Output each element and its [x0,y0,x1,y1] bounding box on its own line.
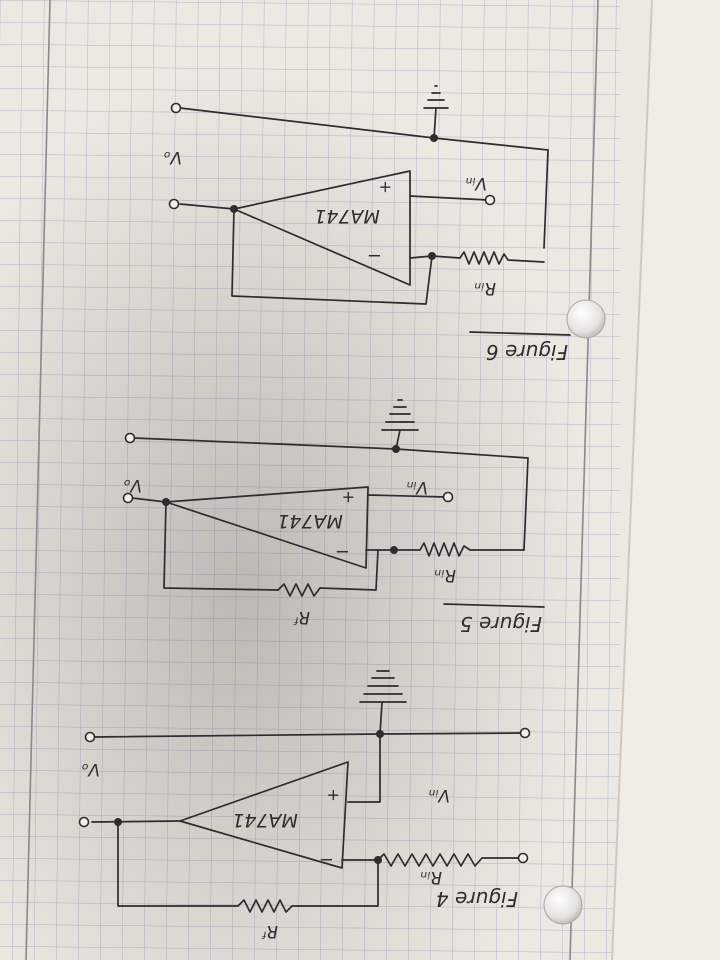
input-resistor-zigzag [431,251,545,265]
input-label: Vᵢₙ [465,173,487,193]
input-label: Vᵢₙ [406,477,428,497]
right-page-edge [612,0,720,960]
binder-hole-top [566,299,606,339]
minus-sign: − [319,849,334,870]
output-terminal-bottom [168,198,180,210]
ground-stem [379,701,383,735]
minus-sign: − [367,245,382,266]
output-terminal-top [124,432,136,444]
opamp-label: MA741 [277,510,343,532]
right-margin-line [569,0,599,960]
ground-symbol [423,85,449,109]
output-wire [179,203,235,210]
plus-input-wire [367,494,447,498]
ground-stem [433,107,437,139]
figure-6-schematic [168,85,549,305]
figure-5-labels: MA741 + − Vₒ Vᵢₙ Rᵢₙ Rᶠ Figure 5 [123,475,545,636]
input-resistor-zigzag [393,542,525,557]
plus-sign: + [379,178,392,197]
feedback-wire [163,501,279,591]
op-amp-triangle [165,486,369,569]
opamp-label: MA741 [232,809,298,831]
input-terminal [442,491,454,503]
feedback-resistor-label: Rᶠ [293,607,310,627]
plus-input-wire [409,195,489,201]
left-margin-line [25,0,51,960]
output-label: Vₒ [81,759,100,779]
figure-caption: Figure 6 [486,340,568,364]
feedback-wire [231,208,433,305]
output-terminal-top [84,731,96,743]
output-terminal-bottom [122,492,134,504]
output-terminal-bottom [78,816,90,828]
output-wire [131,497,167,503]
output-label: Vₒ [123,475,142,495]
input-resistor-label: Rᵢₙ [434,565,456,585]
figure-caption: Figure 4 [436,887,518,911]
ground-junction-dot [430,134,438,142]
input-terminal [484,194,496,206]
ground-wire [133,437,529,551]
figure-5-schematic [122,399,529,597]
minus-sign: − [335,541,350,562]
ground-symbol [381,399,419,431]
figure-caption: Figure 5 [460,612,542,636]
output-terminal-top [170,102,182,114]
caption-underline [443,603,545,608]
binder-hole-bottom [543,885,583,925]
ground-wire [179,107,549,249]
op-amp-triangle [233,170,411,286]
input-resistor-zigzag [377,853,521,867]
figure-4-labels: MA741 + − Vₒ Vᵢₙ Rᵢₙ Rᶠ Figure 4 [81,759,518,941]
ground-junction-dot [392,445,400,453]
ground-symbol [359,670,407,703]
plus-sign: + [327,786,340,805]
op-amp-triangle [179,761,349,869]
input-terminal [517,852,529,864]
feedback-wire [117,821,239,907]
ground-terminal [519,727,531,739]
figure-4-schematic [78,670,531,913]
input-resistor-label: Rᵢₙ [474,278,496,298]
opamp-label: MA741 [314,205,380,227]
plus-sign: + [342,488,355,507]
feedback-resistor-label: Rᶠ [261,921,278,941]
output-label: Vₒ [163,147,182,167]
feedback-resistor-zigzag [277,549,379,597]
page-edge-line [611,0,653,960]
output-wire [91,820,181,823]
plus-input-wire [347,733,381,803]
feedback-resistor-zigzag [237,859,379,913]
shadow-band [0,0,640,960]
caption-underline [469,331,571,336]
figure-6-labels: MA741 + − Vₒ Vᵢₙ Rᵢₙ Figure 6 [163,147,571,364]
input-resistor-label: Rᵢₙ [420,867,442,887]
input-label: Vᵢₙ [428,785,450,805]
